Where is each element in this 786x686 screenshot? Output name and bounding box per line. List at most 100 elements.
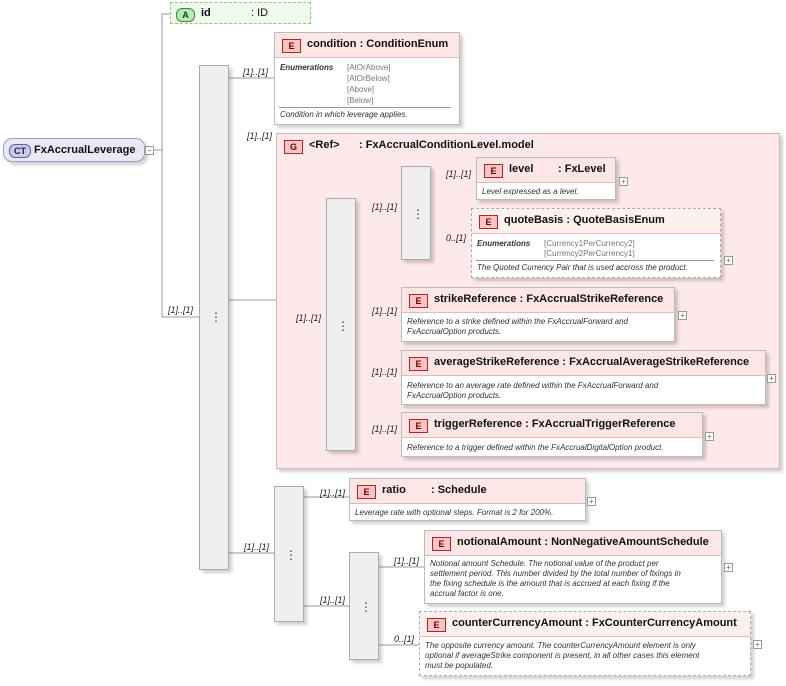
attribute-badge: A	[176, 8, 195, 22]
complex-type-badge: CT	[9, 144, 31, 158]
notionalamount-name: notionalAmount : NonNegativeAmountSchedu…	[457, 536, 709, 548]
condition-name: condition : ConditionEnum	[307, 38, 449, 50]
averagestrikereference-doc-1: Reference to an average rate defined wit…	[407, 381, 659, 390]
quotebasis-enum-label: Enumerations	[477, 239, 531, 248]
condition-enum-2: [Above]	[347, 85, 375, 94]
condition-enum-label: Enumerations	[280, 63, 334, 72]
attribute-id-node[interactable]: A id : ID	[170, 2, 311, 24]
notionalamount-doc-4: accrual factor is one.	[430, 589, 504, 598]
condition-enum-0: [AtOrAbove]	[347, 63, 391, 72]
countercurrencyamount-header	[420, 612, 750, 637]
quotebasis-header	[472, 209, 720, 234]
attribute-type: : ID	[251, 7, 269, 19]
countercurrencyamount-name: counterCurrencyAmount : FxCounterCurrenc…	[452, 617, 737, 629]
ratio-cardinality: [1]..[1]	[320, 488, 346, 498]
countercurrencyamount-doc-1: The opposite currency amount. The counte…	[425, 641, 696, 650]
triggerreference-header	[402, 413, 702, 438]
strikereference-doc-1: Reference to a strike defined within the…	[407, 317, 628, 326]
main-seq-cardinality: [1]..[1]	[168, 305, 194, 315]
inner-seq-cardinality: [1]..[1]	[296, 313, 322, 323]
quotebasis-name: quoteBasis : QuoteBasisEnum	[504, 214, 665, 226]
plus-icon[interactable]: +	[705, 432, 714, 441]
triggerreference-element[interactable]: E triggerReference : FxAccrualTriggerRef…	[401, 412, 703, 457]
condition-enum-3: [Below]	[347, 96, 374, 105]
quotebasis-enum-1: [Currency2PerCurrency1]	[544, 249, 635, 258]
notionalamount-doc-1: Notional amount Schedule. The notional v…	[430, 559, 659, 568]
amount-seq-cardinality: [1]..[1]	[320, 595, 346, 605]
triggerreference-cardinality: [1]..[1]	[372, 424, 398, 434]
element-badge: E	[409, 419, 428, 433]
level-name: level	[509, 163, 534, 175]
element-badge: E	[409, 357, 428, 371]
plus-icon[interactable]: +	[678, 311, 687, 320]
sequence-icon: ⋮	[360, 600, 372, 614]
strikereference-element[interactable]: E strikeReference : FxAccrualStrikeRefer…	[401, 287, 675, 342]
lower-seq-cardinality: [1]..[1]	[244, 542, 270, 552]
condition-rule	[279, 107, 451, 108]
averagestrikereference-element[interactable]: E averageStrikeReference : FxAccrualAver…	[401, 350, 766, 405]
sequence-icon: ⋮	[285, 548, 297, 562]
plus-icon[interactable]: +	[753, 640, 762, 649]
countercurrencyamount-cardinality: 0..[1]	[394, 634, 415, 644]
notionalamount-element[interactable]: E notionalAmount : NonNegativeAmountSche…	[424, 530, 722, 604]
group-badge: G	[284, 140, 303, 154]
notionalamount-header	[425, 531, 721, 556]
condition-doc: Condition in which leverage applies.	[280, 110, 408, 119]
choice-cardinality: [1]..[1]	[372, 202, 398, 212]
level-cardinality: [1]..[1]	[446, 169, 472, 179]
quotebasis-element[interactable]: E quoteBasis : QuoteBasisEnum Enumeratio…	[471, 208, 721, 278]
plus-icon[interactable]: +	[724, 563, 733, 572]
element-badge: E	[484, 164, 503, 178]
level-doc: Level expressed as a level.	[482, 187, 579, 196]
averagestrikereference-cardinality: [1]..[1]	[372, 367, 398, 377]
plus-icon[interactable]: +	[767, 374, 776, 383]
strikereference-header	[402, 288, 674, 313]
lower-sequence-compositor[interactable]: ⋮	[274, 486, 304, 622]
group-ref: <Ref>	[309, 139, 340, 151]
quotebasis-rule	[476, 260, 714, 261]
ratio-header	[350, 479, 585, 504]
complex-type-node[interactable]: CT FxAccrualLeverage	[3, 138, 145, 162]
ratio-type: : Schedule	[431, 484, 487, 496]
countercurrencyamount-element[interactable]: E counterCurrencyAmount : FxCounterCurre…	[419, 611, 751, 676]
triggerreference-name: triggerReference : FxAccrualTriggerRefer…	[434, 418, 676, 430]
quotebasis-cardinality: 0..[1]	[446, 233, 467, 243]
notionalamount-cardinality: [1]..[1]	[394, 556, 420, 566]
strikereference-name: strikeReference : FxAccrualStrikeReferen…	[434, 293, 664, 305]
notionalamount-doc-2: settlement period. This number divided b…	[430, 569, 681, 578]
quotebasis-doc: The Quoted Currency Pair that is used ac…	[477, 263, 688, 272]
group-type: : FxAccrualConditionLevel.model	[359, 139, 534, 151]
strikereference-doc-2: FxAccrualOption products.	[407, 327, 502, 336]
element-badge: E	[409, 294, 428, 308]
element-badge: E	[479, 215, 498, 229]
inner-sequence-compositor[interactable]: ⋮	[326, 198, 356, 451]
countercurrencyamount-doc-3: must be populated.	[425, 661, 494, 670]
element-badge: E	[432, 537, 451, 551]
condition-enum-1: [AtOrBelow]	[347, 74, 390, 83]
condition-header	[275, 33, 459, 58]
minus-icon[interactable]: −	[145, 146, 154, 155]
condition-cardinality: [1]..[1]	[243, 67, 269, 77]
element-badge: E	[282, 39, 301, 53]
sequence-icon: ⋮	[337, 319, 349, 333]
averagestrikereference-doc-2: FxAccrualOption products.	[407, 391, 502, 400]
level-type: : FxLevel	[558, 163, 606, 175]
main-sequence-compositor[interactable]: ⋮	[199, 65, 229, 570]
plus-icon[interactable]: +	[587, 497, 596, 506]
attribute-name: id	[201, 7, 211, 19]
level-element[interactable]: E level : FxLevel Level expressed as a l…	[476, 157, 616, 200]
countercurrencyamount-doc-2: optional if averageStrike component is p…	[425, 651, 700, 660]
plus-icon[interactable]: +	[619, 177, 628, 186]
amount-sequence-compositor[interactable]: ⋮	[349, 552, 379, 660]
condition-element[interactable]: E condition : ConditionEnum Enumerations…	[274, 32, 460, 125]
ratio-element[interactable]: E ratio : Schedule Leverage rate with op…	[349, 478, 586, 521]
element-badge: E	[427, 618, 446, 632]
triggerreference-doc: Reference to a trigger defined within th…	[407, 443, 664, 452]
ratio-name: ratio	[382, 484, 406, 496]
choice-compositor[interactable]: ⋮	[401, 166, 431, 260]
notionalamount-doc-3: the fixing schedule is the amount that i…	[430, 579, 670, 588]
sequence-icon: ⋮	[210, 310, 222, 324]
strikereference-cardinality: [1]..[1]	[372, 306, 398, 316]
sequence-icon: ⋮	[412, 207, 424, 221]
plus-icon[interactable]: +	[724, 256, 733, 265]
